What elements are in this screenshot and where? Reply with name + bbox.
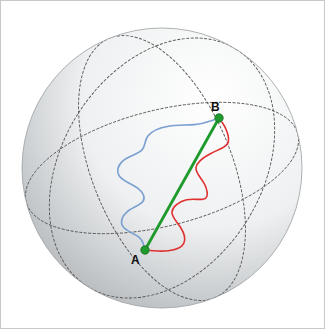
point-dot bbox=[215, 114, 223, 122]
great-circle bbox=[45, 12, 280, 324]
point-label: B bbox=[211, 101, 220, 113]
great-circle bbox=[12, 78, 312, 258]
path-line bbox=[147, 122, 216, 245]
great-circles bbox=[3, 0, 321, 329]
great-circle bbox=[3, 0, 321, 329]
sphere bbox=[22, 28, 302, 308]
point-node: A bbox=[140, 245, 150, 255]
path-line bbox=[150, 122, 229, 251]
point-node: B bbox=[214, 113, 224, 123]
sphere-outline bbox=[22, 28, 302, 308]
point-dot bbox=[214, 113, 224, 123]
point-label: A bbox=[131, 254, 140, 266]
point-dot bbox=[140, 245, 150, 255]
point-dot bbox=[141, 246, 149, 254]
path-line bbox=[118, 120, 215, 246]
